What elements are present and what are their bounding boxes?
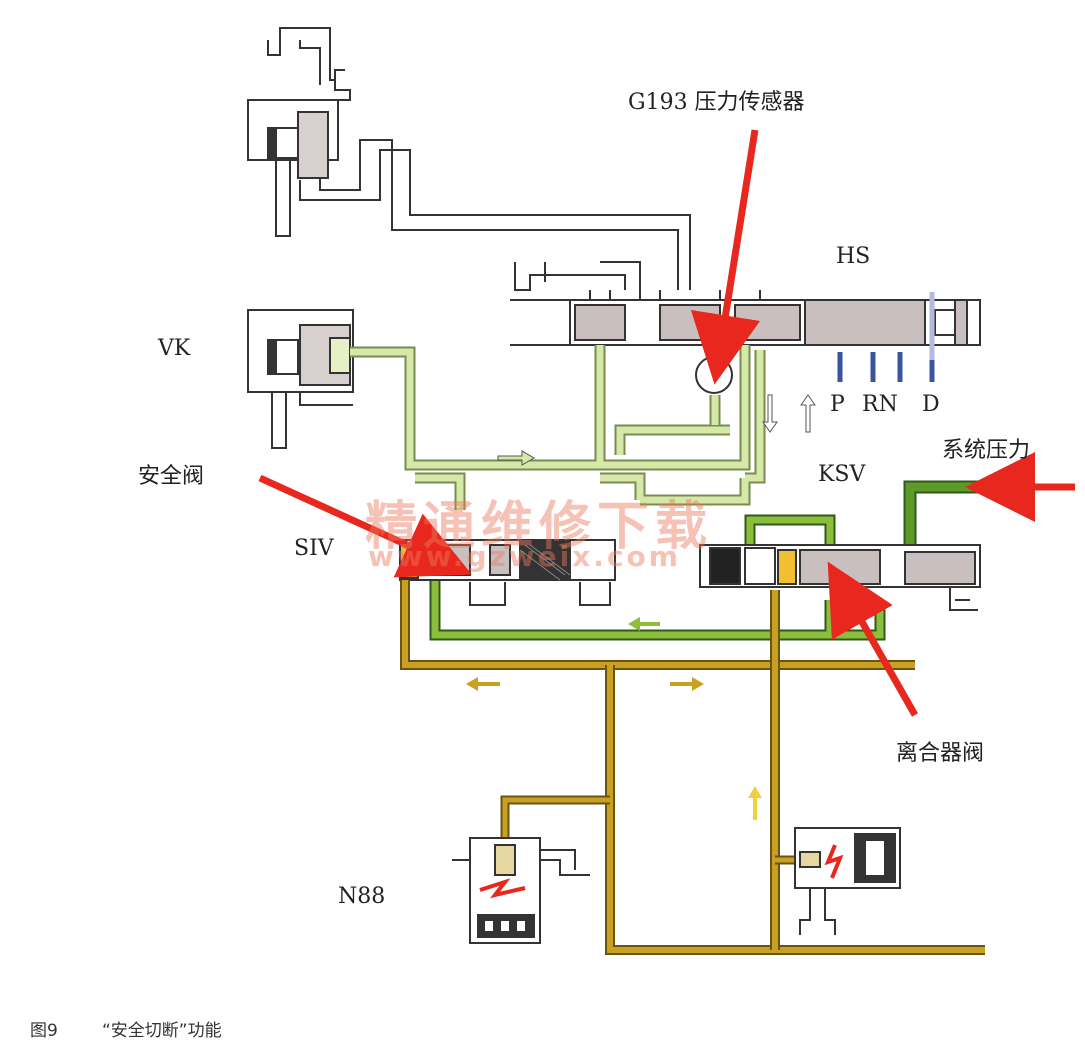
figure-number: 图9 [30,1021,58,1041]
gold-arrow-left-icon [466,677,500,691]
light-green-fill [350,345,764,510]
label-d: D [922,392,940,417]
arrow-to-g193 [690,129,761,385]
label-rn: RN [862,392,898,417]
flow-arrow-right-icon [497,450,535,466]
gold-arrow-right-icon [670,677,704,691]
label-siv: SIV [294,536,334,561]
label-hs: HS [836,244,871,269]
gold-arrow-up-icon [748,786,762,820]
position-ticks [837,352,935,382]
arrow-to-siv [258,474,472,578]
n88-solenoid [452,837,590,944]
hs-valve [510,261,981,346]
upper-clutch-cylinder [247,27,691,290]
pressure-gauge-icon [695,356,733,394]
label-p: P [830,392,845,417]
arrow-to-clutch-valve [827,561,919,717]
label-g193: G193 压力传感器 [628,90,805,115]
figure-title: “安全切断”功能 [102,1021,222,1041]
flow-arrow-left-icon [628,617,660,631]
watermark-text: 精通维修下载 [365,497,714,557]
label-safety-valve: 安全阀 [138,464,205,489]
watermark-url: www.gzweix.com [368,540,681,573]
label-ksv: KSV [818,462,866,487]
clutch-solenoid [794,827,901,935]
label-clutch-valve: 离合器阀 [896,741,985,766]
label-vk: VK [158,336,191,361]
lower-clutch-cylinder [247,309,354,449]
flow-arrow-up-icon [800,394,816,433]
label-system-pressure: 系统压力 [942,438,1031,463]
red-arrows [258,129,1075,717]
ksv-valve [699,544,981,611]
label-n88: N88 [338,884,386,909]
flow-arrow-down-icon [762,394,778,433]
